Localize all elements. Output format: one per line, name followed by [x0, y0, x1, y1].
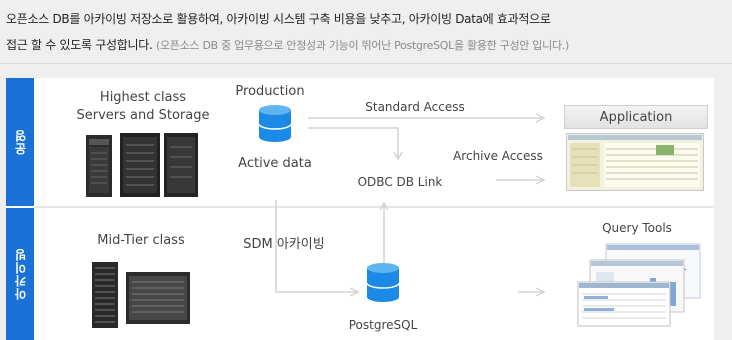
application-label-box: Application [564, 105, 708, 129]
application-label: Application [599, 109, 673, 125]
mid-tier-server-icon [92, 262, 190, 328]
arrow-production-to-odbc-head [393, 151, 403, 161]
intro-text: 오픈소스 DB를 아카이빙 저장소로 활용하여, 아카이빙 시스템 구축 비용을… [6, 6, 721, 59]
arrow-sdm-archiving [275, 200, 356, 293]
odbc-db-link-label: ODBC DB Link [357, 175, 443, 189]
intro-line-2-note: (오픈소스 DB 중 업무용으로 안정성과 기능이 뛰어난 PostgreSQL… [155, 39, 569, 52]
arrow-sdm-archiving-head [349, 287, 360, 297]
arrow-postgres-to-odbc-head [379, 201, 389, 211]
highest-class-server-icon [86, 133, 198, 197]
intro-line-1: 오픈소스 DB를 아카이빙 저장소로 활용하여, 아카이빙 시스템 구축 비용을… [6, 12, 551, 26]
mid-tier-class-label: Mid-Tier class [97, 233, 185, 248]
arrow-archive-access-head [535, 175, 546, 185]
production-db-icon [258, 105, 292, 142]
band-archiving: 아카이빙 [6, 208, 34, 340]
arrow-standard-access-head [535, 113, 546, 123]
intro-line-2: 접근 할 수 있도록 구성합니다. (오픈소스 DB 중 업무용으로 안정성과 … [6, 32, 721, 59]
separator-line [0, 63, 732, 64]
postgresql-label: PostgreSQL [348, 318, 418, 332]
sdm-archiving-label: SDM 아카이빙 [243, 237, 325, 252]
highest-class-caption-1: Highest class [99, 90, 187, 105]
arrow-production-to-odbc [308, 127, 399, 158]
highest-class-caption-2: Servers and Storage [76, 108, 210, 123]
arrow-to-query-tools-head [535, 287, 546, 297]
production-label: Production [235, 84, 305, 99]
standard-access-label: Standard Access [365, 100, 465, 114]
postgresql-db-icon [366, 263, 400, 302]
archive-access-label: Archive Access [453, 149, 543, 163]
architecture-diagram: 운영 아카이빙 Highest class Servers [6, 78, 714, 340]
intro-line-2-main: 접근 할 수 있도록 구성합니다. [6, 38, 153, 52]
query-tools-screenshot-icon [577, 243, 701, 327]
active-data-label: Active data [238, 156, 312, 171]
query-tools-label: Query Tools [602, 221, 672, 235]
band-operation: 운영 [6, 78, 34, 206]
application-screenshot-icon [566, 133, 704, 191]
arrow-postgres-to-odbc [376, 204, 385, 271]
row-divider [34, 206, 714, 208]
